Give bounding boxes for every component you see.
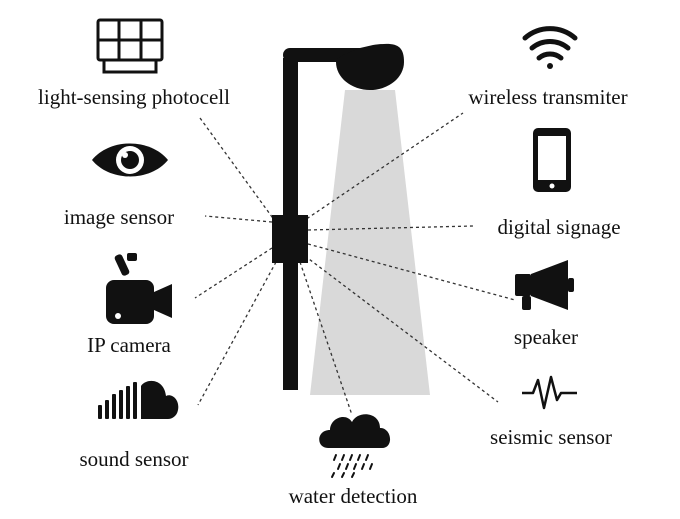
label-sound-sensor: sound sensor xyxy=(79,447,188,471)
sensor-box xyxy=(272,215,308,263)
light-beam xyxy=(310,90,430,395)
connector-seismic xyxy=(304,255,499,403)
eye-icon xyxy=(92,143,168,177)
label-signage: digital signage xyxy=(497,215,620,239)
rain-cloud-icon xyxy=(319,414,391,478)
label-speaker: speaker xyxy=(514,325,578,349)
heartbeat-icon xyxy=(522,375,577,410)
connector-wireless xyxy=(301,112,464,223)
connector-image-sensor xyxy=(204,215,273,223)
lamp-head xyxy=(336,43,404,62)
label-water: water detection xyxy=(289,484,418,508)
smartphone-icon xyxy=(533,128,571,192)
label-seismic: seismic sensor xyxy=(490,425,612,449)
label-image-sensor: image sensor xyxy=(64,205,174,229)
solar-panel-icon xyxy=(96,18,164,74)
connector-photocell xyxy=(199,117,284,233)
label-photocell: light-sensing photocell xyxy=(38,85,230,109)
label-wireless: wireless transmiter xyxy=(468,85,627,109)
camera-icon xyxy=(106,253,172,324)
connector-lines xyxy=(194,112,516,416)
lamp-post xyxy=(272,43,404,390)
label-ip-camera: IP camera xyxy=(87,333,171,357)
connector-water xyxy=(299,261,353,416)
connector-sound-sensor xyxy=(197,261,277,406)
wifi-icon xyxy=(522,26,578,69)
soundcloud-icon xyxy=(98,380,179,419)
megaphone-icon xyxy=(515,260,574,310)
lamp-shade xyxy=(336,62,404,90)
